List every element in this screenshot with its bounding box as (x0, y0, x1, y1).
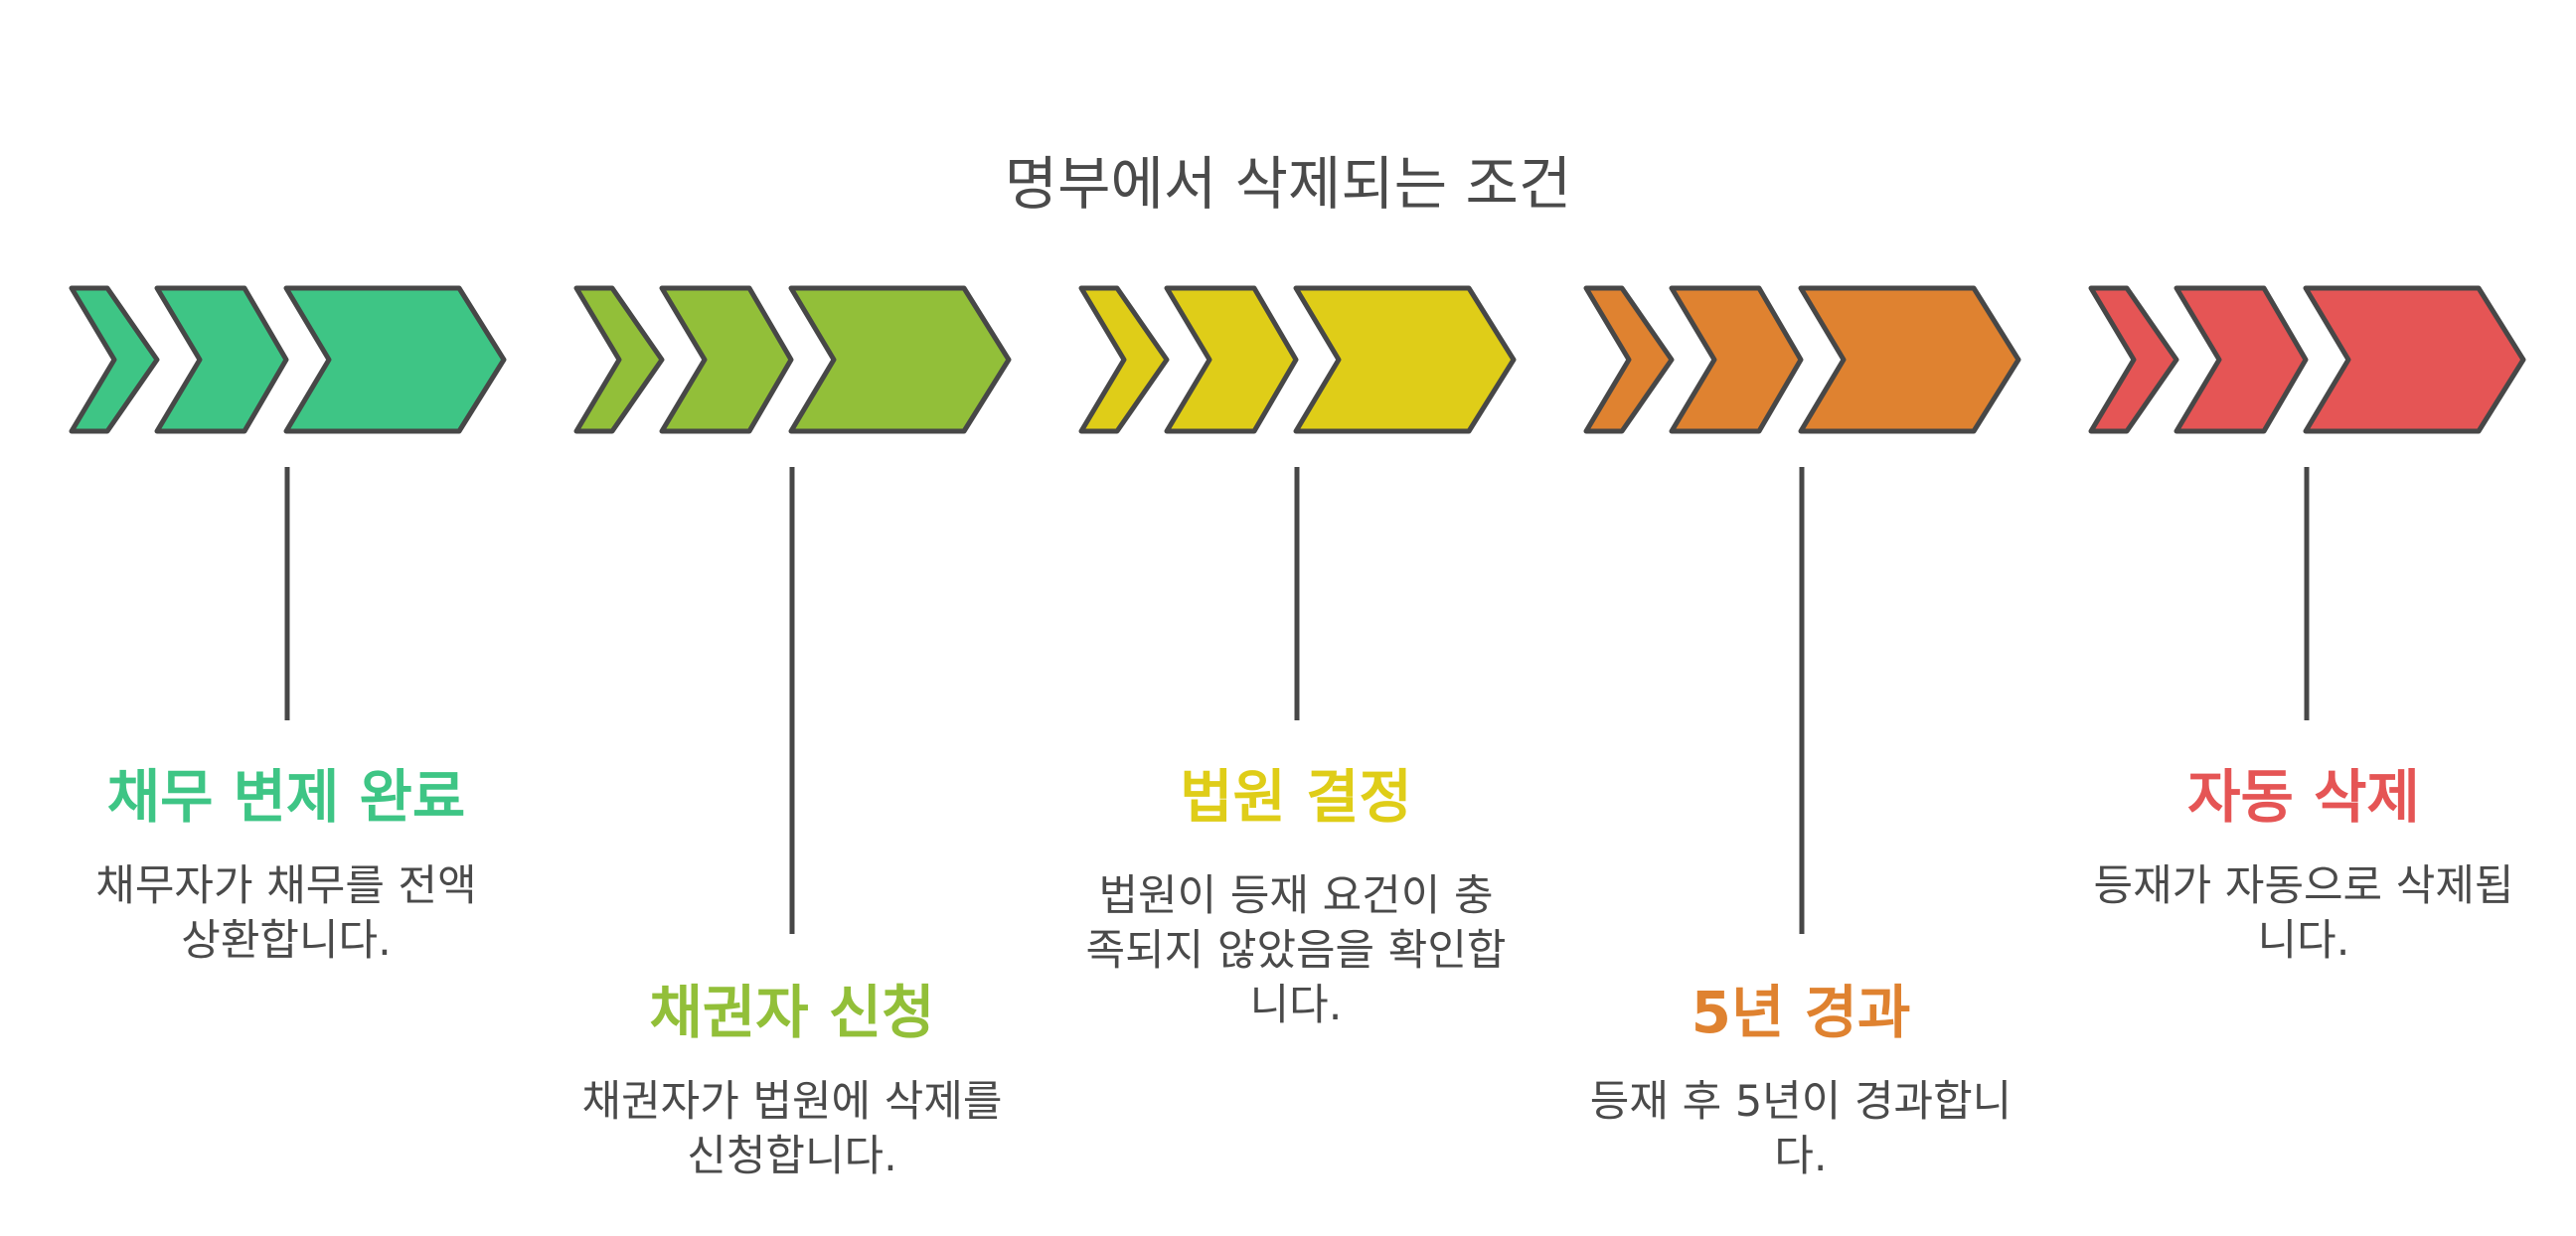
step-2-description: 채권자가 법원에 삭제를 신청합니다. (581, 1077, 1003, 1181)
step-4-chevron-group (1583, 285, 2021, 934)
step-3-description: 법원이 등재 요건이 충족되지 않았음을 확인합니다. (1085, 871, 1507, 1030)
step-5-chevron-1 (2088, 285, 2179, 434)
step-4-chevron-1 (1583, 285, 1675, 434)
diagram-title: 명부에서 삭제되는 조건 (1004, 150, 1572, 218)
step-1-description: 채무자가 채무를 전액 상환합니다. (95, 861, 477, 966)
step-5-chevron-3 (2303, 285, 2526, 434)
step-3-chevron-group (1078, 285, 1517, 720)
step-3-chevron-3 (1293, 285, 1517, 434)
step-4-description: 등재 후 5년이 경과합니다. (1589, 1077, 2012, 1181)
step-1-chevron-1 (69, 285, 160, 434)
step-3-chevron-1 (1078, 285, 1170, 434)
step-1-chevron-3 (283, 285, 507, 434)
step-5-chevron-group (2088, 285, 2526, 720)
step-2-chevron-group (573, 285, 1012, 934)
step-5-chevron-2 (2174, 285, 2309, 434)
step-2-title: 채권자 신청 (649, 979, 935, 1046)
step-2-chevron-3 (788, 285, 1012, 434)
step-4-chevron-3 (1798, 285, 2021, 434)
step-1-chevron-2 (154, 285, 289, 434)
step-2-chevron-1 (573, 285, 665, 434)
step-1-title: 채무 변제 완료 (106, 763, 466, 831)
step-2-chevron-2 (659, 285, 794, 434)
step-4-chevron-2 (1669, 285, 1804, 434)
step-1-chevron-group (69, 285, 507, 720)
step-5-title: 자동 삭제 (2187, 763, 2420, 831)
step-4-title: 5년 경과 (1690, 979, 1911, 1046)
step-3-chevron-2 (1164, 285, 1299, 434)
step-3-title: 법원 결정 (1180, 763, 1412, 831)
step-5-description: 등재가 자동으로 삭제됩니다. (2093, 861, 2514, 966)
